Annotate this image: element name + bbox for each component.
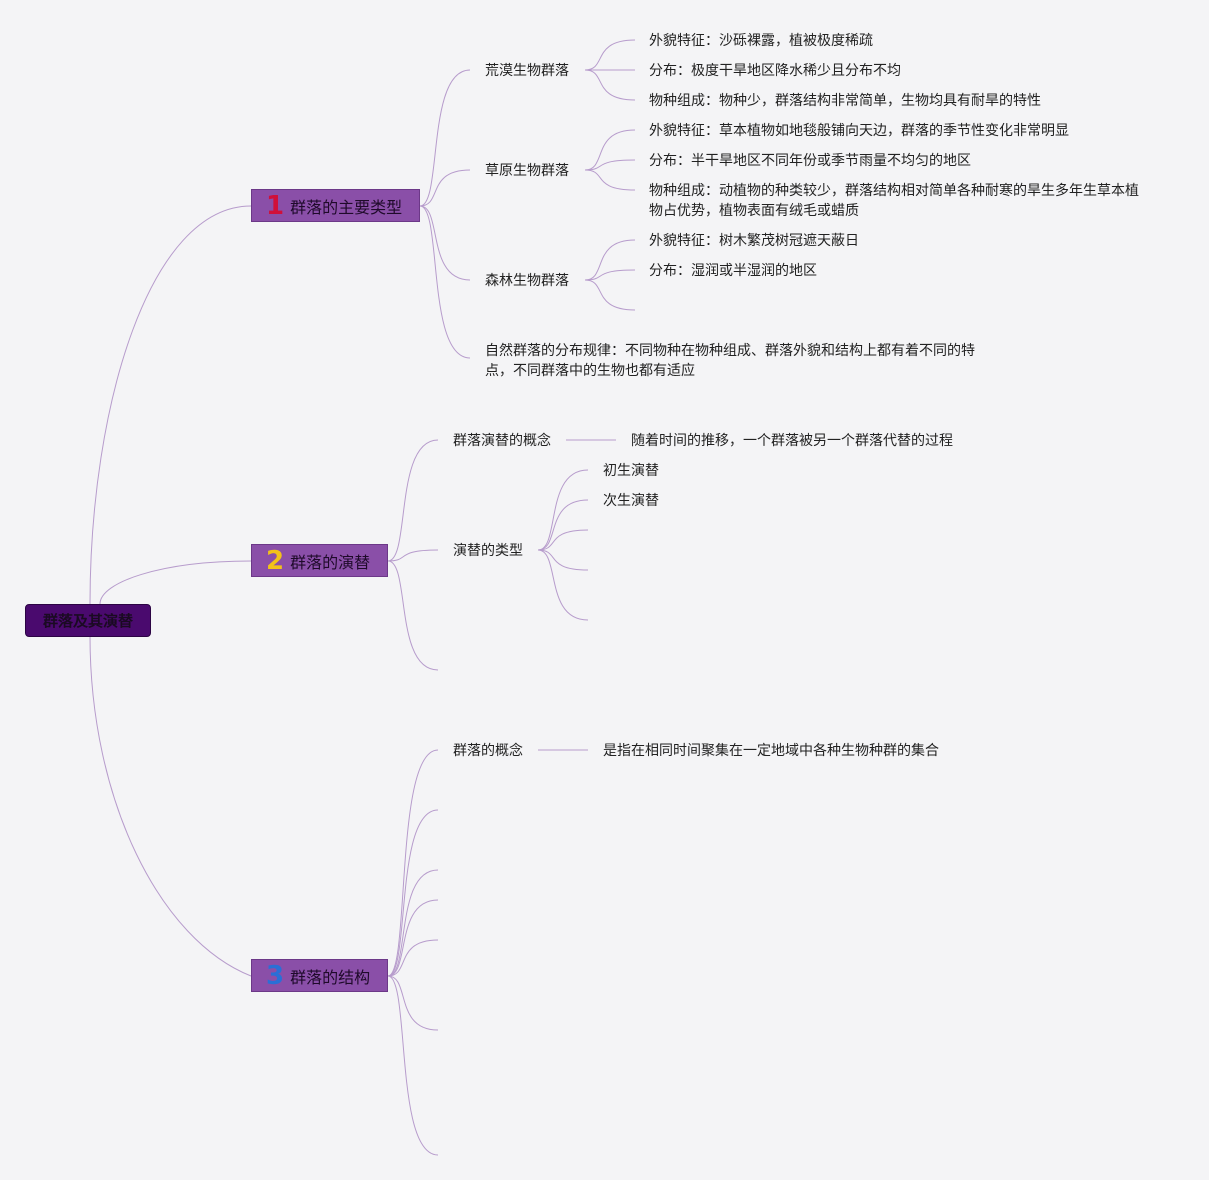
subnode-succession-types[interactable]: 演替的类型 bbox=[453, 543, 523, 559]
leaf-grassland-distribution[interactable]: 分布：半干旱地区不同年份或季节雨量不均匀的地区 bbox=[649, 153, 971, 169]
root-to-branch-2 bbox=[99, 560, 252, 605]
branch3-to-subnode bbox=[387, 899, 439, 977]
desert-to-leaf bbox=[584, 39, 636, 71]
branch3-to-subnode bbox=[387, 975, 439, 1156]
branch2-to-subnode bbox=[387, 439, 439, 562]
forest-to-leaf bbox=[584, 239, 636, 281]
types-to-leaf bbox=[537, 469, 589, 551]
branch3-to-subnode bbox=[387, 869, 439, 977]
branch1-to-subnode bbox=[419, 169, 471, 207]
types-to-leaf bbox=[537, 499, 589, 551]
branch1-to-subnode bbox=[419, 69, 471, 207]
forest-to-leaf bbox=[584, 269, 636, 281]
leaf-succession-definition[interactable]: 随着时间的推移，一个群落被另一个群落代替的过程 bbox=[631, 433, 953, 449]
branch3-to-subnode bbox=[387, 809, 439, 977]
branch3-to-subnode bbox=[387, 975, 439, 1031]
subnode-succession-concept[interactable]: 群落演替的概念 bbox=[453, 433, 551, 449]
grassland-to-leaf bbox=[584, 169, 636, 191]
types-to-leaf bbox=[537, 549, 589, 621]
root-to-branch-3 bbox=[89, 635, 252, 977]
branch-node-1[interactable]: 1 群落的主要类型 bbox=[251, 189, 420, 222]
leaf-secondary-succession[interactable]: 次生演替 bbox=[603, 493, 659, 509]
desert-to-leaf bbox=[584, 69, 636, 101]
leaf-forest-distribution[interactable]: 分布：湿润或半湿润的地区 bbox=[649, 263, 817, 279]
leaf-grassland-species[interactable]: 物种组成：动植物的种类较少，群落结构相对简单各种耐寒的旱生多年生草本植物占优势，… bbox=[649, 183, 1139, 219]
root-node[interactable]: 群落及其演替 bbox=[25, 604, 151, 637]
leaf-desert-species[interactable]: 物种组成：物种少，群落结构非常简单，生物均具有耐旱的特性 bbox=[649, 93, 1041, 109]
subnode-desert[interactable]: 荒漠生物群落 bbox=[485, 63, 569, 79]
root-to-branch-1 bbox=[89, 205, 252, 605]
leaf-forest-appearance[interactable]: 外貌特征：树木繁茂树冠遮天蔽日 bbox=[649, 233, 859, 249]
subnode-forest[interactable]: 森林生物群落 bbox=[485, 273, 569, 289]
leaf-primary-succession[interactable]: 初生演替 bbox=[603, 463, 659, 479]
branch-node-3[interactable]: 3 群落的结构 bbox=[251, 959, 388, 992]
subnode-community-concept[interactable]: 群落的概念 bbox=[453, 743, 523, 759]
types-to-leaf bbox=[537, 549, 589, 571]
branch2-to-subnode bbox=[387, 549, 439, 562]
branch-label-2: 群落的演替 bbox=[290, 552, 371, 572]
leaf-desert-distribution[interactable]: 分布：极度干旱地区降水稀少且分布不均 bbox=[649, 63, 901, 79]
branch-node-2[interactable]: 2 群落的演替 bbox=[251, 544, 388, 577]
types-to-leaf bbox=[537, 529, 589, 551]
branch-number-2: 2 bbox=[266, 545, 285, 576]
branch-label-3: 群落的结构 bbox=[290, 967, 371, 987]
branch3-to-subnode bbox=[387, 939, 439, 977]
grassland-to-leaf bbox=[584, 159, 636, 171]
leaf-grassland-appearance[interactable]: 外貌特征：草本植物如地毯般铺向天边，群落的季节性变化非常明显 bbox=[649, 123, 1069, 139]
root-label: 群落及其演替 bbox=[42, 612, 133, 630]
branch2-to-subnode bbox=[387, 560, 439, 671]
branch3-to-subnode bbox=[387, 749, 439, 977]
branch1-to-subnode bbox=[419, 205, 471, 359]
branch-number-1: 1 bbox=[266, 190, 285, 221]
forest-to-leaf bbox=[584, 279, 636, 311]
leaf-desert-appearance[interactable]: 外貌特征：沙砾裸露，植被极度稀疏 bbox=[649, 33, 873, 49]
branch-label-1: 群落的主要类型 bbox=[290, 197, 403, 217]
subnode-grassland[interactable]: 草原生物群落 bbox=[485, 163, 569, 179]
leaf-community-definition[interactable]: 是指在相同时间聚集在一定地域中各种生物种群的集合 bbox=[603, 743, 939, 759]
branch1-to-subnode bbox=[419, 205, 471, 281]
branch-number-3: 3 bbox=[266, 960, 285, 991]
grassland-to-leaf bbox=[584, 129, 636, 171]
subnode-distribution-rule[interactable]: 自然群落的分布规律：不同物种在物种组成、群落外貌和结构上都有着不同的特点，不同群… bbox=[485, 343, 975, 379]
